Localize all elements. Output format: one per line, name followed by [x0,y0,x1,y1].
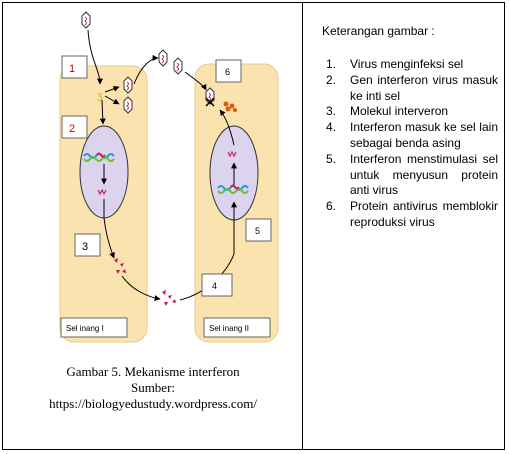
legend-item-number: 1. [326,57,337,71]
block-mark-icon [205,97,215,107]
legend-title: Keterangan gambar : [322,24,435,38]
step-label-5: 5 [255,226,260,236]
legend-item-number: 5. [326,151,337,166]
legend-item: 4. Interferon masuk ke sel lain sebagai b… [322,120,498,152]
legend-item-number: 4. [326,120,337,135]
legend-item-number: 3. [326,104,337,119]
svg-text:ʒ: ʒ [97,91,103,102]
antiviral-protein-icon [223,101,237,112]
interferon-molecules-icon [114,258,126,274]
dna-icon [217,184,249,194]
step-label-3: 3 [82,241,88,253]
cell-label-box-1 [60,317,128,338]
step-label-2: 2 [69,123,75,135]
legend-item-text: Gen interferon virus masuk ke inti sel [350,72,498,103]
step-box-4 [201,273,233,297]
step-label-6: 6 [225,67,230,77]
legend-panel: Keterangan gambar : 1. Virus menginfeksi … [322,24,498,231]
cell-label-box-2 [203,317,271,338]
mrna-icon [227,150,237,158]
caption-source-label: Sumber: [130,380,176,395]
virus-icon [173,57,183,75]
interferon-diagram: ʒ 1 2 3 6 5 4 Sel inang I Sel inang II [59,11,279,343]
dna-icon [83,152,115,162]
step-box-1 [61,55,88,79]
legend-item: 6. Protein antivirus memblokir reproduksi… [322,199,498,231]
virus-icon [158,49,168,67]
step-label-4: 4 [212,281,217,291]
step-box-5 [245,218,272,242]
legend-list: 1. Virus menginfeksi sel 2. Gen interferon… [322,57,498,231]
caption-title: Gambar 5. Mekanisme interferon [66,364,240,379]
legend-item: 5. Interferon menstimulasi sel untuk meny… [322,152,498,199]
interferon-molecules-icon [162,290,176,306]
legend-item-text: Virus menginfeksi sel [350,57,464,71]
step-box-6 [215,59,242,83]
virus-icon [123,96,133,114]
step-box-3 [74,233,101,257]
step-box-2 [61,115,88,139]
legend-item-number: 2. [326,72,337,87]
step-label-1: 1 [69,63,75,75]
cell-label-2: Sel inang II [209,324,249,333]
caption-source-url: https://biologyedustudy.wordpress.com/ [49,396,257,411]
mrna-icon [97,188,107,196]
figure-frame [2,2,505,450]
legend-item: 3. Molekul interveron [322,104,498,120]
virus-icon [81,11,91,29]
legend-item: 2. Gen interferon virus masuk ke inti sel [322,73,498,105]
virus-icon [123,76,133,94]
legend-item-text: Protein antivirus memblokir reproduksi v… [350,199,498,229]
column-divider [302,2,303,450]
cell-label-1: Sel inang I [66,324,104,333]
legend-item-text: Interferon menstimulasi sel untuk menyus… [350,151,498,198]
legend-item: 1. Virus menginfeksi sel [322,57,498,73]
figure-caption: Gambar 5. Mekanisme interferon Sumber: h… [10,364,296,412]
legend-item-text: Molekul interveron [350,104,449,119]
legend-item-text: Interferon masuk ke sel lain sebagai ben… [350,120,498,150]
legend-item-number: 6. [326,199,337,214]
